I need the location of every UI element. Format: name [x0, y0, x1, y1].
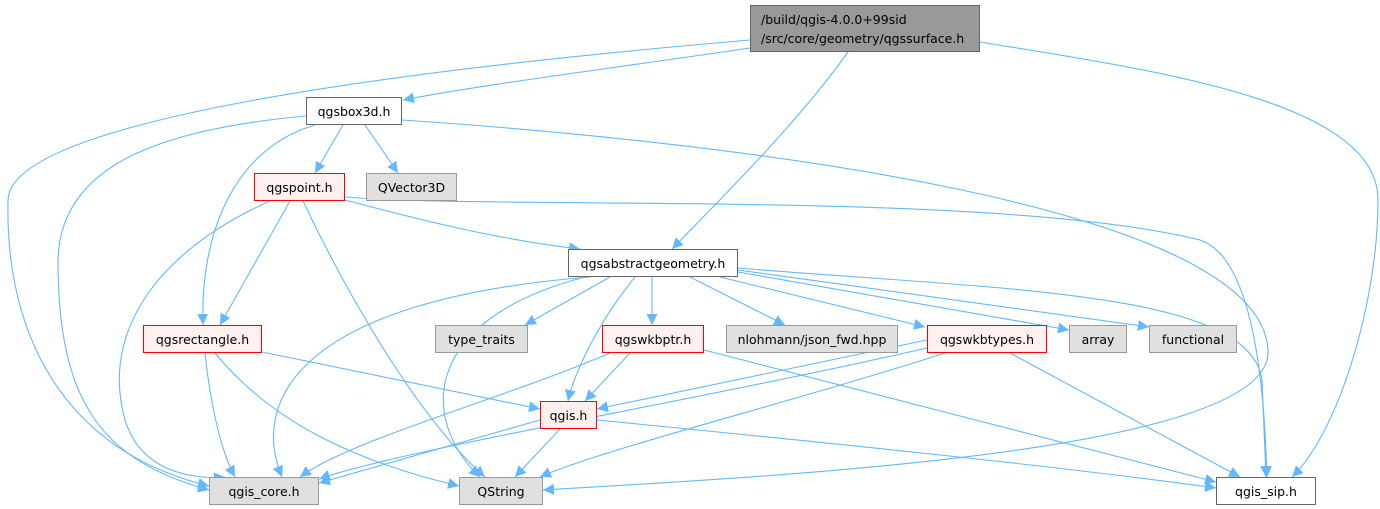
- edge-qgsabstractgeometry-to-qgswkbtypes: [719, 276, 926, 330]
- edge-root-to-qgsabstractgeometry: [671, 51, 849, 250]
- edge-qgswkbptr-to-qgis_core: [299, 352, 611, 478]
- node-qvector3d: QVector3D: [366, 173, 457, 201]
- edge-qgsrectangle-to-qstring: [214, 352, 460, 489]
- node-label-line2: /src/core/geometry/qgssurface.h: [761, 30, 965, 46]
- node-qgswkbptr[interactable]: qgswkbptr.h: [602, 325, 704, 353]
- edge-root-to-qgis_sip: [979, 41, 1379, 478]
- edge-qgspoint-to-qgis_sip: [344, 196, 1273, 478]
- edge-qgswkbtypes-to-qstring: [539, 352, 946, 478]
- edge-qgsrectangle-to-qgis_core: [204, 352, 236, 478]
- edge-qgspoint-to-qgis_core: [118, 200, 271, 484]
- edge-qgsbox3d-to-qvector3d: [364, 124, 399, 174]
- edge-qgsabstractgeometry-to-qstring: [442, 276, 586, 478]
- edge-qgsbox3d-to-qgsrectangle: [197, 124, 316, 326]
- edge-qgswkbtypes-to-qgis_sip: [1009, 352, 1241, 478]
- edge-qgsabstractgeometry-to-qgis: [565, 276, 636, 402]
- edge-qgspoint-to-qgsrectangle: [219, 200, 291, 326]
- edge-qgsabstractgeometry-to-qgis_core: [272, 276, 591, 478]
- edge-qgsabstractgeometry-to-array: [737, 271, 1070, 334]
- node-qgspoint[interactable]: qgspoint.h: [254, 173, 345, 201]
- edge-qgspoint-to-qgsabstractgeometry: [344, 199, 581, 254]
- node-array: array: [1069, 325, 1127, 353]
- node-qgsrectangle[interactable]: qgsrectangle.h: [143, 325, 262, 353]
- edge-qgswkbptr-to-qgis: [584, 352, 631, 402]
- edge-qgsabstractgeometry-to-functional: [737, 269, 1150, 331]
- node-qgsbox3d[interactable]: qgsbox3d.h: [306, 97, 402, 125]
- edge-qgswkbptr-to-qgis_sip: [703, 349, 1217, 485]
- edge-qgsbox3d-to-qgspoint: [314, 124, 344, 174]
- edge-qgsabstractgeometry-to-type_traits: [524, 276, 611, 326]
- edge-qgswkbtypes-to-qgis_core: [318, 347, 928, 481]
- node-root-qgssurface[interactable]: /build/qgis-4.0.0+99sid /src/core/geomet…: [750, 5, 980, 52]
- node-qgis[interactable]: qgis.h: [540, 401, 597, 429]
- edge-root-to-qgis_core: [7, 39, 751, 489]
- edge-qgsrectangle-to-qgis: [261, 351, 541, 413]
- edge-qgsabstractgeometry-to-qgis_sip: [737, 267, 1272, 478]
- edge-qgsbox3d-to-qgis_core: [57, 115, 307, 493]
- edge-qgis-to-qgis_core: [318, 419, 541, 486]
- node-label-line1: /build/qgis-4.0.0+99sid: [761, 11, 907, 27]
- edge-qgsbox3d-to-qstring: [401, 119, 1269, 495]
- node-functional: functional: [1149, 325, 1237, 353]
- node-type-traits: type_traits: [435, 325, 528, 353]
- node-qgis-core: qgis_core.h: [209, 477, 319, 505]
- node-qgsabstractgeometry[interactable]: qgsabstractgeometry.h: [568, 249, 738, 277]
- node-qgis-sip[interactable]: qgis_sip.h: [1216, 477, 1316, 505]
- edge-qgis-to-qgis_sip: [596, 419, 1217, 492]
- node-json-fwd: nlohmann/json_fwd.hpp: [726, 325, 898, 353]
- edge-qgis-to-qstring: [514, 428, 561, 478]
- node-qstring: QString: [459, 477, 543, 505]
- node-qgswkbtypes[interactable]: qgswkbtypes.h: [927, 325, 1047, 353]
- edge-root-to-qgsbox3d: [402, 47, 751, 104]
- edge-qgsabstractgeometry-to-json_fwd: [689, 276, 786, 326]
